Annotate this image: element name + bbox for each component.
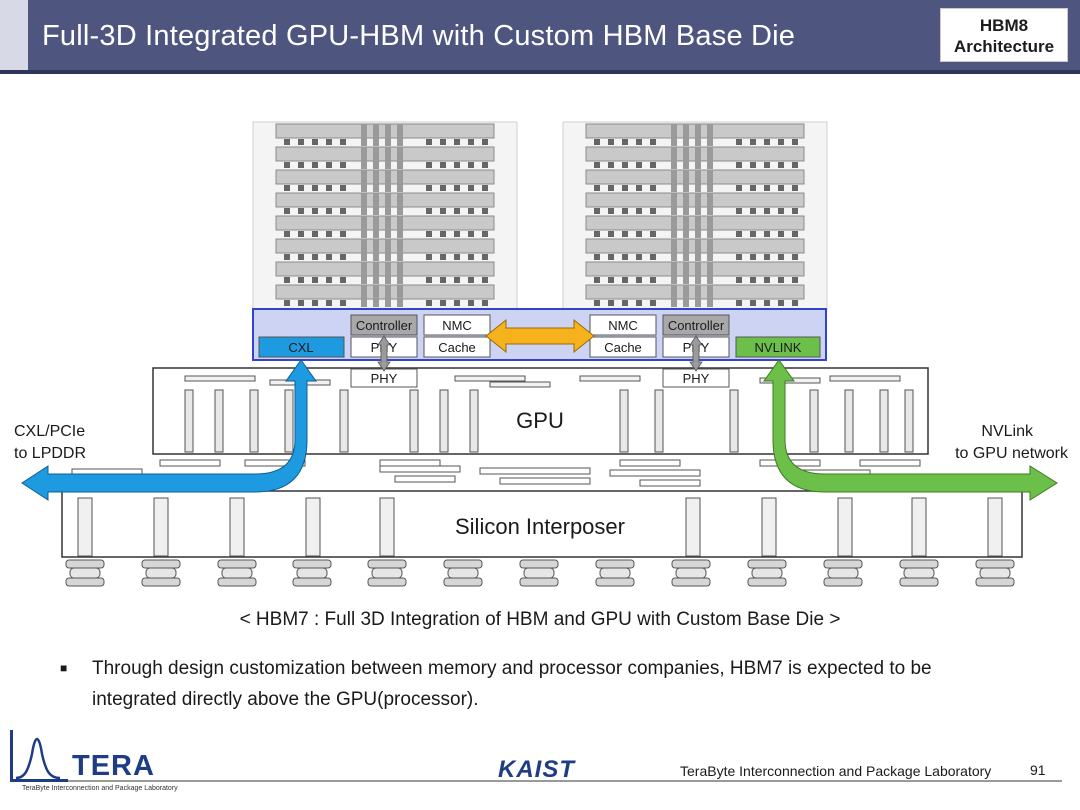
cache-block-left: [423, 336, 491, 358]
header-accent: [0, 0, 28, 72]
cache-label-left: Cache: [438, 340, 476, 355]
gpu-phy-left-label: PHY: [371, 371, 398, 386]
bullet-line2: integrated directly above the GPU(proces…: [92, 689, 479, 710]
controller-label-left: Controller: [356, 318, 413, 333]
nvlink-block: [735, 336, 821, 358]
nmc-label-right: NMC: [608, 318, 638, 333]
controller-block-left: [350, 314, 418, 336]
badge-line1: HBM8: [979, 16, 1029, 35]
kaist-logo: KAIST: [498, 756, 575, 783]
footer-divider: [62, 780, 1062, 782]
figure-caption: < HBM7 : Full 3D Integration of HBM and …: [239, 609, 841, 630]
nmc-block-right: [589, 314, 657, 336]
gpu-label: GPU: [516, 408, 564, 433]
gpu-die: PHY PHY GPU: [152, 367, 929, 467]
tera-logo-subtext: TeraByte Interconnection and Package Lab…: [22, 785, 178, 792]
bullet-line1: Through design customization between mem…: [92, 658, 932, 679]
gpu-hbm-diagram: CXL Controller PHY NMC Cache NMC Cache C…: [14, 121, 1069, 587]
hbm-stack-left: [252, 121, 518, 311]
nvlink-arrow: [763, 359, 1058, 501]
cxl-arrow: [21, 359, 317, 501]
solder-bumps: [65, 559, 1015, 587]
header-bar: Full-3D Integrated GPU-HBM with Custom H…: [0, 0, 1080, 74]
right-arrow-label-line1: NVLink: [981, 423, 1034, 440]
architecture-badge: HBM8 Architecture: [940, 8, 1068, 62]
cache-block-right: [589, 336, 657, 358]
cxl-label: CXL: [288, 340, 313, 355]
left-arrow-label-line1: CXL/PCIe: [14, 423, 85, 440]
phy-vertical-arrows: [377, 335, 703, 372]
left-arrow-label-line2: to LPDDR: [14, 445, 86, 462]
nmc-label-left: NMC: [442, 318, 472, 333]
controller-block-right: [662, 314, 730, 336]
controller-label-right: Controller: [668, 318, 725, 333]
badge-line2: Architecture: [953, 37, 1055, 56]
bullet-point: ■ Through design customization between m…: [60, 653, 1040, 715]
custom-base-die: CXL Controller PHY NMC Cache NMC Cache C…: [252, 308, 827, 361]
lab-name: TeraByte Interconnection and Package Lab…: [680, 763, 992, 779]
page-number: 91: [1030, 762, 1046, 778]
nmc-bidirectional-arrow: [485, 318, 595, 354]
tera-logo-text: TERA: [72, 750, 155, 782]
page-title: Full-3D Integrated GPU-HBM with Custom H…: [42, 20, 796, 52]
header-underline: [0, 70, 1080, 74]
nvlink-label: NVLINK: [755, 340, 802, 355]
right-arrow-label-line2: to GPU network: [955, 445, 1069, 462]
hbm-stack-right: [562, 121, 828, 311]
nmc-block-left: [423, 314, 491, 336]
cache-label-right: Cache: [604, 340, 642, 355]
bullet-square-icon: ■: [60, 661, 68, 675]
silicon-interposer: Silicon Interposer: [61, 465, 1023, 558]
cxl-block: [258, 336, 345, 358]
tera-logo-icon: [10, 730, 68, 782]
interposer-label: Silicon Interposer: [455, 514, 625, 539]
gpu-phy-right-label: PHY: [683, 371, 710, 386]
